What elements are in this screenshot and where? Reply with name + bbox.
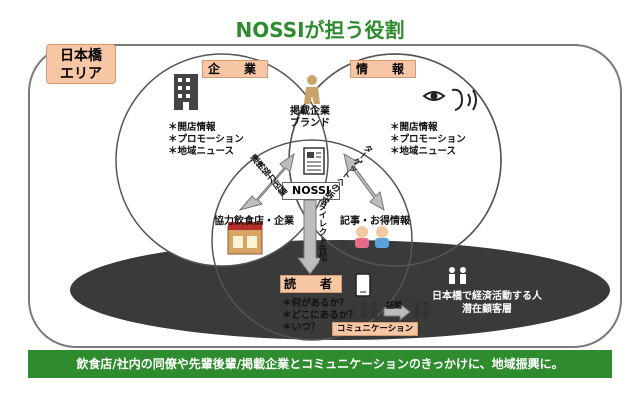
- company-bullet-3: ＊地域ニュース: [168, 146, 235, 157]
- reader-bullets: ＊何があるか？ ＊どこにあるか？ ＊いつ？: [282, 298, 358, 334]
- area-label: 日本橋 エリア: [46, 44, 116, 84]
- arrow-left-bidirectional: [238, 152, 295, 211]
- shop-icon: [227, 222, 263, 255]
- newspaper-icon: [303, 147, 325, 175]
- two-people-icon: [355, 226, 389, 248]
- info-bullet-3: ＊地域ニュース: [390, 146, 457, 157]
- reader-circle: [211, 139, 413, 341]
- arrow-right-bidirectional: [343, 153, 385, 211]
- arrow-down: [297, 199, 323, 275]
- info-bullets: ＊開店情報 ＊プロモーション ＊地域ニュース: [390, 122, 466, 158]
- nossi-label: NOSSI: [282, 182, 340, 200]
- page-title: NOSSIが担う役割: [235, 18, 405, 42]
- reader-heading: 読 者: [280, 275, 342, 293]
- company-bullet-2: ＊プロモーション: [168, 134, 244, 145]
- partner-shops-label: 協力飲食店・企業: [214, 216, 294, 227]
- reader-bullet-1: ＊何があるか？: [282, 298, 349, 309]
- figure-icon: [304, 75, 320, 104]
- arrow-down-text: ダイレクト告知: [317, 202, 327, 262]
- customer-people-icon: [449, 267, 466, 284]
- info-heading: 情 報: [350, 60, 416, 78]
- articles-deals-label: 記事・お得情報: [340, 216, 410, 227]
- reader-bullet-2: ＊どこにあるか？: [282, 310, 358, 321]
- info-bullet-1: ＊開店情報: [390, 122, 438, 133]
- potential-customer-label: 日本橋で経済活動する人 潜在顧客層: [432, 291, 542, 315]
- company-circle: [115, 53, 329, 267]
- people-icon-group: [361, 301, 377, 318]
- people-icon-group-right: [413, 301, 429, 318]
- footer-banner: 飲食店/社内の同僚や先輩後輩/掲載企業とコミュニケーションのきっかけに、地域振興…: [28, 350, 612, 378]
- company-bullet-1: ＊開店情報: [168, 122, 216, 133]
- smartphone-icon: [355, 273, 371, 297]
- building-icon: [174, 74, 198, 110]
- reader-bullet-3: ＊いつ？: [282, 322, 321, 333]
- company-heading: 企 業: [202, 60, 268, 78]
- eye-ear-icon: [422, 88, 477, 111]
- topic-label: 話題: [386, 301, 402, 310]
- brand-label: 掲載企業 ブランド: [290, 106, 330, 129]
- communication-label: コミュニケーション: [332, 322, 418, 336]
- topic-arrow: [383, 302, 411, 322]
- info-bullet-2: ＊プロモーション: [390, 134, 466, 145]
- company-bullets: ＊開店情報 ＊プロモーション ＊地域ニュース: [168, 122, 244, 158]
